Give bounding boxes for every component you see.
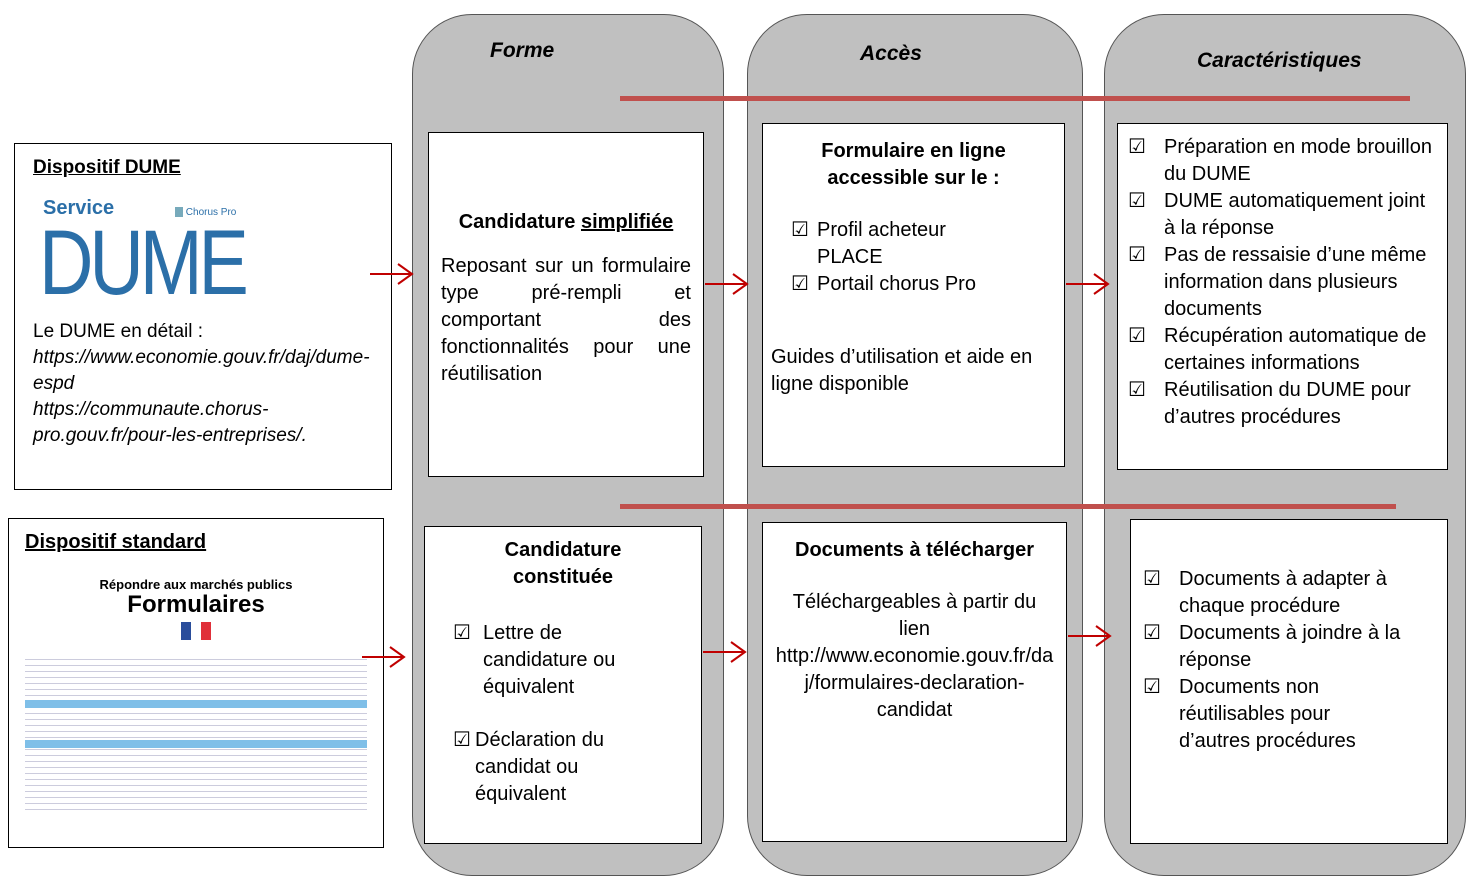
list-item: ☑Documents non réutilisables pour d’autr… <box>1143 674 1429 755</box>
checkbox-icon: ☑ <box>1143 568 1161 590</box>
form-preview-band-2 <box>25 740 367 748</box>
arrow-right-icon <box>705 273 749 295</box>
checkbox-icon: ☑ <box>1128 379 1146 401</box>
dume-acces-title: Formulaire en ligne accessible sur le : <box>821 140 1006 189</box>
arrow-right-icon <box>1066 273 1110 295</box>
checkbox-icon: ☑ <box>1128 244 1146 266</box>
arrow-right-icon <box>1068 625 1112 647</box>
dume-acces-note: Guides d’utilisation et aide en ligne di… <box>771 346 1033 395</box>
dume-carac-list: ☑Préparation en mode brouillon du DUME ☑… <box>1128 134 1435 431</box>
checkbox-icon: ☑ <box>1128 325 1146 347</box>
dume-source-box: Dispositif DUME Service Chorus Pro DUME … <box>14 143 392 490</box>
arrow-right-icon <box>362 646 406 668</box>
list-item: ☑Documents à joindre à la réponse <box>1143 620 1429 674</box>
standard-source-box: Dispositif standard Répondre aux marchés… <box>8 518 384 848</box>
column-header-acces: Accès <box>860 42 922 65</box>
dume-forme-title: Candidature simplifiée <box>458 211 674 233</box>
checkbox-icon: ☑ <box>1143 622 1161 644</box>
list-item: ☑Pas de ressaisie d’une même information… <box>1128 242 1435 323</box>
standard-forme-title: Candidature constituée <box>504 539 622 588</box>
dume-logo-service: Service <box>43 197 115 219</box>
checkbox-icon: ☑ <box>791 273 809 295</box>
standard-acces-box: Documents à télécharger Téléchargeables … <box>762 522 1067 842</box>
formulaires-heading: Répondre aux marchés publics <box>99 577 293 592</box>
list-item: ☑Déclaration du candidat ou équivalent <box>453 727 653 808</box>
dume-link-chorus[interactable]: https://communaute.chorus-pro.gouv.fr/po… <box>33 399 307 446</box>
dume-forme-text: Reposant sur un formulaire type pré-remp… <box>441 255 691 385</box>
arrow-right-icon <box>703 641 747 663</box>
checkbox-icon: ☑ <box>1128 136 1146 158</box>
form-preview-lines <box>25 654 367 812</box>
chorus-pro-logo: Chorus Pro <box>175 199 236 226</box>
column-header-forme: Forme <box>490 39 555 62</box>
list-item: ☑Documents à adapter à chaque procédure <box>1143 566 1429 620</box>
list-item: ☑Récupération automatique de certaines i… <box>1128 323 1435 377</box>
standard-acces-text: Téléchargeables à partir du lien http://… <box>775 591 1054 721</box>
standard-forme-list: ☑Lettre de candidature ou équivalent ☑Dé… <box>445 620 681 808</box>
dume-logo: Service Chorus Pro DUME <box>33 181 373 319</box>
list-item: ☑Lettre de candidature ou équivalent <box>453 620 653 701</box>
form-preview-band <box>25 700 367 708</box>
checkbox-icon: ☑ <box>791 219 809 241</box>
dume-title: Dispositif DUME <box>33 157 181 178</box>
standard-title: Dispositif standard <box>25 531 207 553</box>
dume-detail-label: Le DUME en détail : <box>33 321 204 342</box>
french-flag-icon <box>181 622 211 640</box>
dume-logo-text: DUME <box>39 212 249 314</box>
dume-caracteristiques-box: ☑Préparation en mode brouillon du DUME ☑… <box>1117 123 1448 470</box>
list-item: ☑Portail chorus Pro <box>791 271 1056 298</box>
chorus-pro-label: Chorus Pro <box>185 207 237 218</box>
arrow-right-icon <box>370 263 414 285</box>
dume-link-economie[interactable]: https://www.economie.gouv.fr/daj/dume-es… <box>33 347 370 394</box>
chorus-pro-icon <box>175 207 183 218</box>
list-item: ☑Préparation en mode brouillon du DUME <box>1128 134 1435 188</box>
formulaires-title: Formulaires <box>127 591 265 618</box>
standard-carac-list: ☑Documents à adapter à chaque procédure … <box>1143 566 1429 755</box>
separator-line-top <box>620 96 1410 101</box>
formulaires-document-image: Répondre aux marchés publics Formulaires <box>25 578 367 830</box>
checkbox-icon: ☑ <box>453 729 471 751</box>
dume-acces-box: Formulaire en ligne accessible sur le : … <box>762 123 1065 467</box>
separator-line-middle <box>620 504 1396 509</box>
column-header-caracteristiques: Caractéristiques <box>1197 49 1362 72</box>
dume-acces-list: ☑Profil acheteur PLACE ☑Portail chorus P… <box>771 217 1056 298</box>
standard-acces-title: Documents à télécharger <box>795 539 1034 561</box>
checkbox-icon: ☑ <box>1143 676 1161 698</box>
standard-caracteristiques-box: ☑Documents à adapter à chaque procédure … <box>1130 519 1448 844</box>
list-item: ☑Réutilisation du DUME pour d’autres pro… <box>1128 377 1435 431</box>
dume-forme-box: Candidature simplifiée Reposant sur un f… <box>428 132 704 477</box>
checkbox-icon: ☑ <box>453 622 471 644</box>
standard-forme-box: Candidature constituée ☑Lettre de candid… <box>424 526 702 844</box>
list-item: ☑Profil acheteur PLACE <box>791 217 991 271</box>
checkbox-icon: ☑ <box>1128 190 1146 212</box>
list-item: ☑DUME automatiquement joint à la réponse <box>1128 188 1435 242</box>
dume-forme-title-underlined: simplifiée <box>580 211 674 233</box>
